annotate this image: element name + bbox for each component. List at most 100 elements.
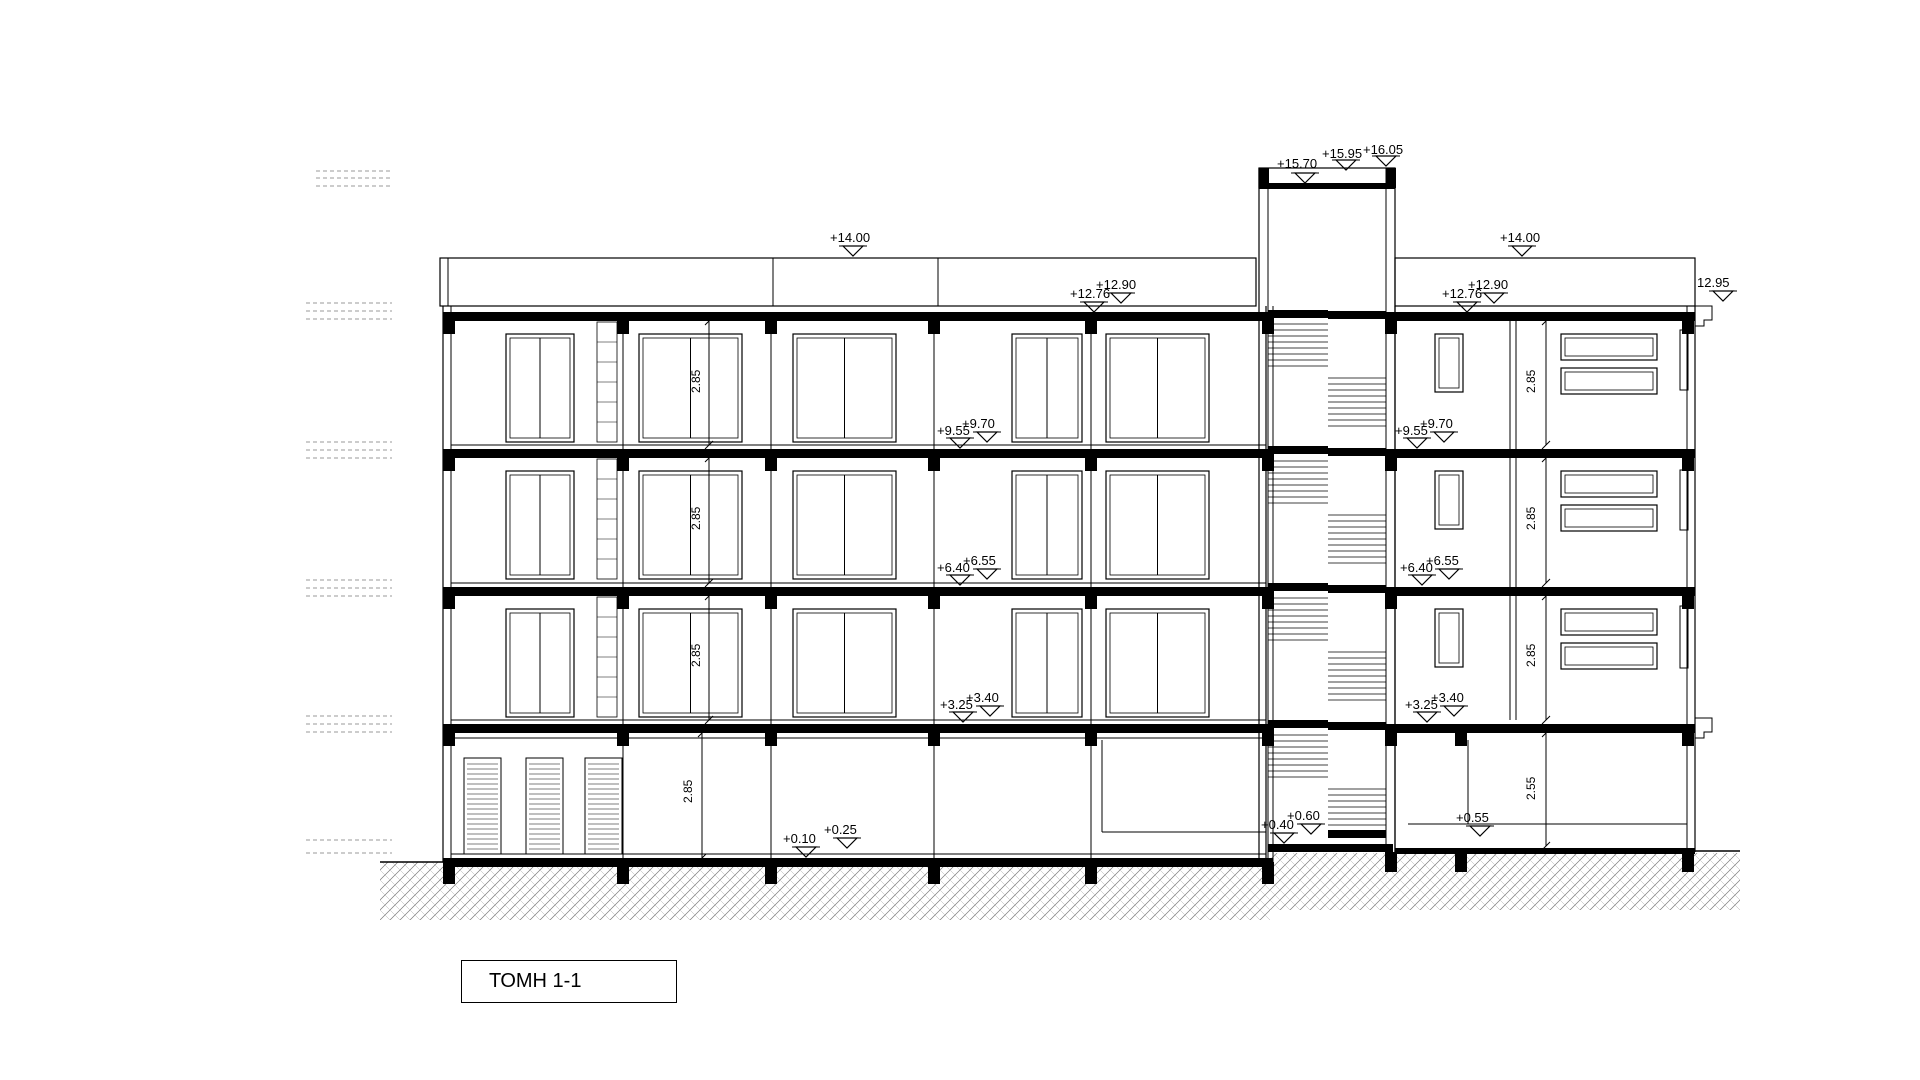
dimension-tick <box>1541 316 1551 326</box>
window <box>638 470 743 580</box>
level-right-ground: +0.55 <box>1456 810 1489 825</box>
right-block <box>1394 257 1696 852</box>
level-marker <box>1479 292 1509 304</box>
dim-left-floor-2: 2.85 <box>689 506 703 530</box>
level-left-2nd-a: +6.40 <box>937 560 970 575</box>
level-right-1st-b: +3.40 <box>1431 690 1464 705</box>
dimension-tick <box>1541 715 1551 725</box>
level-marker <box>1371 155 1401 167</box>
dimension-tick <box>1541 578 1551 588</box>
right-window-small <box>1434 608 1464 668</box>
level-left-1st-b: +3.40 <box>966 690 999 705</box>
dimension-tick <box>1541 453 1551 463</box>
level-marker <box>838 245 868 257</box>
window <box>1011 470 1083 580</box>
stair-roof <box>1259 168 1396 852</box>
window <box>792 608 897 718</box>
right-window-strip <box>1560 642 1658 670</box>
level-left-roof-a: +12.76 <box>1070 286 1110 301</box>
stair-treads <box>1268 323 1386 838</box>
level-marker <box>1296 823 1326 835</box>
window <box>638 333 743 443</box>
dim-left-ground: 2.85 <box>681 779 695 803</box>
level-marker <box>791 846 821 858</box>
level-marker <box>1106 292 1136 304</box>
level-marker <box>975 705 1005 717</box>
level-right-2nd-a: +6.40 <box>1400 560 1433 575</box>
dimension-tick <box>1541 440 1551 450</box>
dim-left-floor-1: 2.85 <box>689 643 703 667</box>
level-marker <box>945 437 975 449</box>
level-left-parapet: +14.00 <box>830 230 870 245</box>
dim-right-floor-2: 2.85 <box>1524 506 1538 530</box>
window <box>1011 608 1083 718</box>
dimension-tick <box>704 316 714 326</box>
level-marker <box>1079 301 1109 313</box>
dimension-tick <box>697 853 707 863</box>
right-window-strip <box>1560 470 1658 498</box>
left-block <box>439 257 1274 862</box>
window <box>1105 608 1210 718</box>
level-stair-top-b: +15.95 <box>1322 146 1362 161</box>
section-title-box: ТОМН 1-1 <box>461 960 677 1003</box>
window <box>1105 333 1210 443</box>
shaft-panel <box>596 596 618 718</box>
dimension-tick <box>704 591 714 601</box>
level-right-3rd-b: +9.70 <box>1420 416 1453 431</box>
level-marker <box>1412 711 1442 723</box>
left-interior-lines <box>622 321 1266 858</box>
level-marker <box>972 431 1002 443</box>
dimension-tick <box>704 578 714 588</box>
level-left-ground-a: +0.10 <box>783 831 816 846</box>
window <box>505 608 575 718</box>
level-right-2nd-b: +6.55 <box>1426 553 1459 568</box>
level-left-2nd-b: +6.55 <box>963 553 996 568</box>
reference-ticks <box>306 170 392 854</box>
level-right-3rd-a: +9.55 <box>1395 423 1428 438</box>
level-marker <box>832 837 862 849</box>
level-stair-ground-a: +0.40 <box>1261 817 1294 832</box>
dimension-tick <box>1541 591 1551 601</box>
dim-right-floor-1: 2.85 <box>1524 643 1538 667</box>
ground-fill-right <box>1270 853 1740 910</box>
dim-left-floor-3: 2.85 <box>689 369 703 393</box>
level-marker <box>1439 705 1469 717</box>
dim-right-floor-3: 2.85 <box>1524 369 1538 393</box>
level-left-3rd-a: +9.55 <box>937 423 970 438</box>
level-right-parapet: +14.00 <box>1500 230 1540 245</box>
right-slabs <box>1385 312 1695 872</box>
dimension-tick <box>1541 728 1551 738</box>
window <box>792 333 897 443</box>
window <box>1105 470 1210 580</box>
dim-right-ground: 2.55 <box>1524 776 1538 800</box>
window <box>792 470 897 580</box>
right-window-strip <box>1560 367 1658 395</box>
dimension-tick <box>704 440 714 450</box>
level-marker <box>1708 290 1738 302</box>
level-marker <box>1402 437 1432 449</box>
level-marker <box>1434 568 1464 580</box>
right-window-small <box>1434 470 1464 530</box>
level-right-edge: 12.95 <box>1697 275 1730 290</box>
level-marker <box>972 568 1002 580</box>
dimension-tick <box>697 728 707 738</box>
right-edge-details <box>1679 305 1713 739</box>
ground-doors <box>463 757 623 855</box>
window <box>1011 333 1083 443</box>
window <box>638 608 743 718</box>
level-stair-ground-b: +0.60 <box>1287 808 1320 823</box>
window <box>505 333 575 443</box>
level-left-3rd-b: +9.70 <box>962 416 995 431</box>
door-slats <box>467 763 619 850</box>
shaft-panel <box>596 458 618 580</box>
level-marker <box>1452 301 1482 313</box>
windows-group <box>505 321 1658 718</box>
right-window-strip <box>1560 504 1658 532</box>
level-left-1st-a: +3.25 <box>940 697 973 712</box>
window <box>505 470 575 580</box>
level-marker <box>1429 431 1459 443</box>
level-left-ground-b: +0.25 <box>824 822 857 837</box>
section-title: ТОМН 1-1 <box>489 970 582 992</box>
